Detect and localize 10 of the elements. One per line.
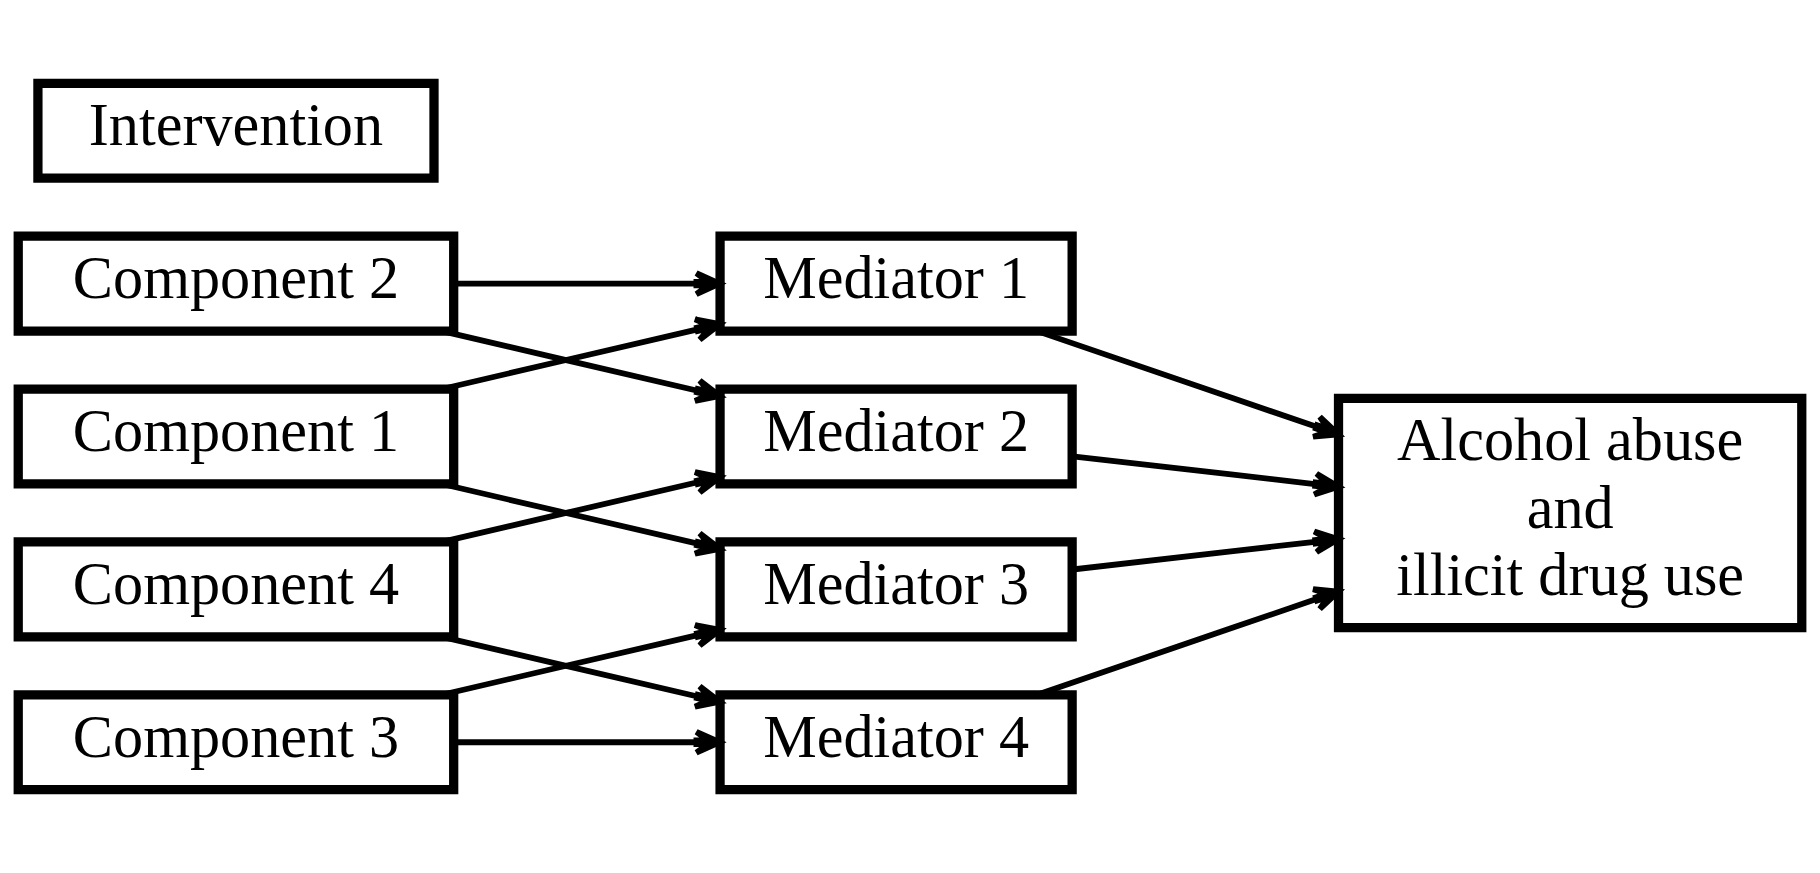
node-box: Component 4	[13, 537, 459, 642]
node-box: Mediator 1	[715, 231, 1077, 336]
node-box: Intervention	[33, 78, 439, 183]
node-box: Component 1	[13, 384, 459, 489]
node-box: Mediator 4	[715, 690, 1077, 795]
node-box: Mediator 3	[715, 537, 1077, 642]
node-box: Mediator 2	[715, 384, 1077, 489]
node-box: Alcohol abuse and illicit drug use	[1333, 393, 1807, 633]
node-box: Component 3	[13, 690, 459, 795]
node-box: Component 2	[13, 231, 459, 336]
